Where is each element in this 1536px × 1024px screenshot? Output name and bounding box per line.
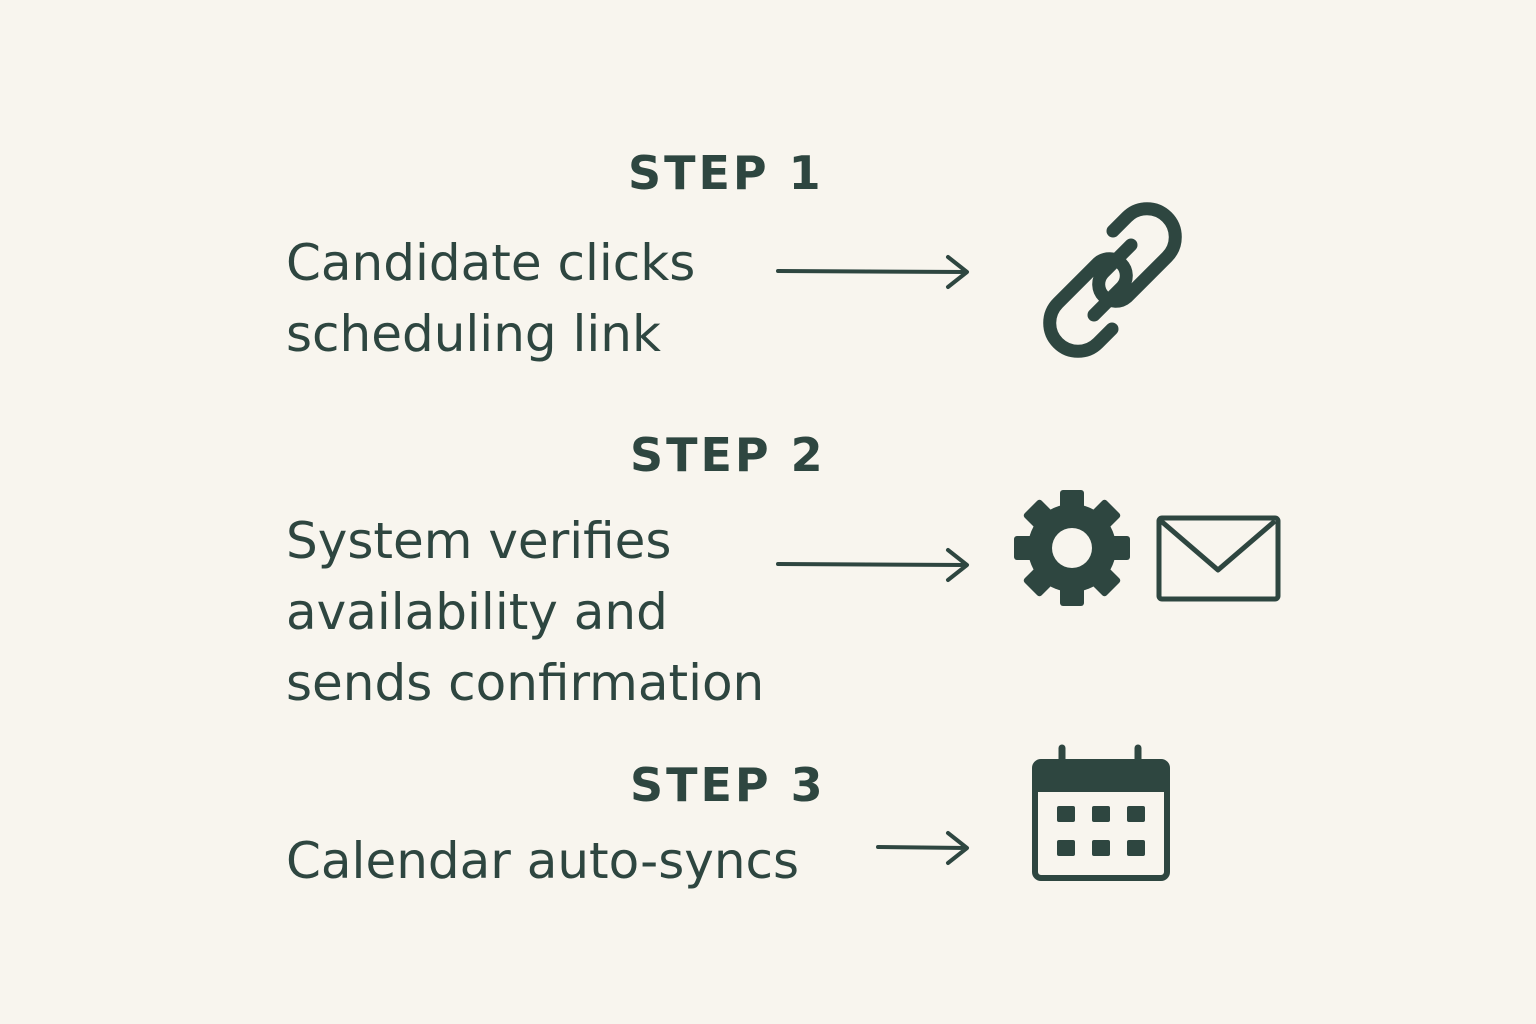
step-1-line-2: scheduling link bbox=[286, 305, 661, 363]
gear-icon bbox=[1014, 490, 1130, 606]
step-1-line-1: Candidate clicks bbox=[286, 234, 696, 292]
step-1-title: STEP 1 bbox=[628, 146, 824, 200]
step-3-description: Calendar auto-syncs bbox=[286, 826, 799, 897]
step-2-line-3: sends confirmation bbox=[286, 654, 765, 712]
step-2-line-2: availability and bbox=[286, 583, 668, 641]
step-1-arrow bbox=[776, 255, 969, 289]
step-3-title: STEP 3 bbox=[630, 758, 826, 812]
calendar-icon bbox=[1032, 744, 1170, 881]
step-2-description: System verifies availability and sends c… bbox=[286, 506, 764, 719]
step-2-title: STEP 2 bbox=[630, 428, 826, 482]
mail-icon bbox=[1156, 515, 1281, 602]
link-icon bbox=[1043, 202, 1182, 358]
step-2-arrow bbox=[776, 548, 969, 582]
step-3-arrow bbox=[876, 831, 969, 865]
step-2-line-1: System verifies bbox=[286, 512, 672, 570]
step-3-line-1: Calendar auto-syncs bbox=[286, 832, 800, 890]
step-1-description: Candidate clicks scheduling link bbox=[286, 228, 695, 370]
